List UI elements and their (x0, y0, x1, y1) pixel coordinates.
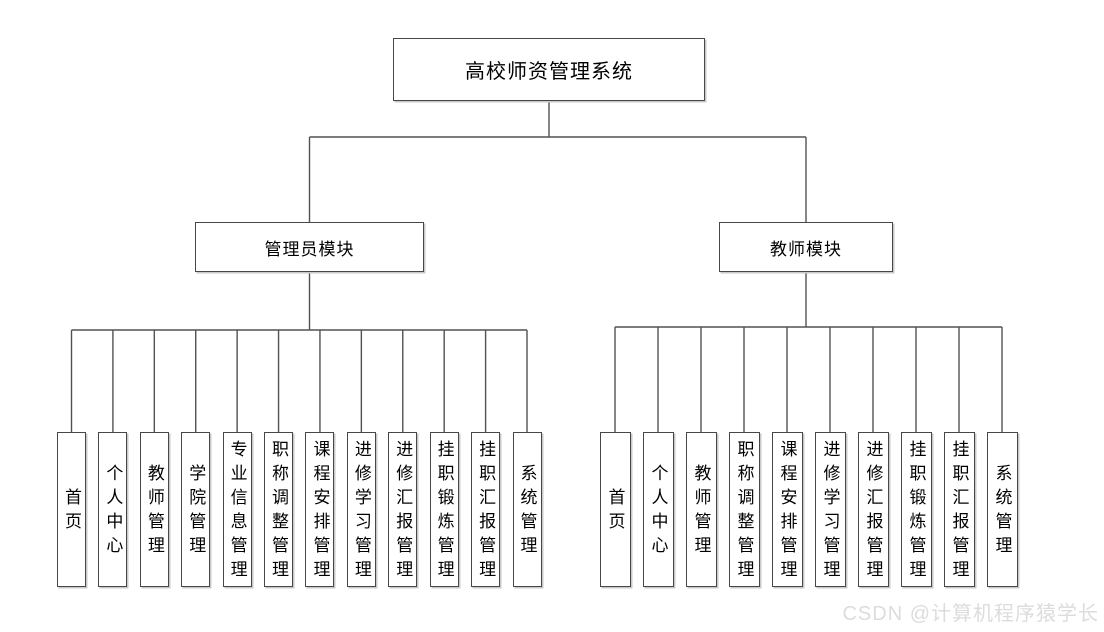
node-leaf: 进修汇报管理 (388, 432, 418, 587)
node-leaf: 个人中心 (642, 432, 674, 587)
node-leaf: 课程安排管理 (771, 432, 803, 587)
node-leaf: 系统管理 (512, 432, 542, 587)
node-leaf: 学院管理 (181, 432, 211, 587)
node-leaf: 首页 (57, 432, 86, 587)
watermark: CSDN @计算机程序猿学长 (842, 603, 1099, 625)
node-leaf: 系统管理 (986, 432, 1018, 587)
node-leaf: 首页 (599, 432, 631, 587)
node-leaf: 进修学习管理 (346, 432, 376, 587)
node-leaf: 进修汇报管理 (857, 432, 889, 587)
node-leaf: 专业信息管理 (222, 432, 252, 587)
node-leaf: 进修学习管理 (814, 432, 846, 587)
node-leaf: 个人中心 (98, 432, 128, 587)
connector-path (70, 101, 1003, 432)
node-leaf: 职称调整管理 (728, 432, 760, 587)
node-leaf: 教师管理 (139, 432, 169, 587)
node-leaf: 挂职汇报管理 (471, 432, 501, 587)
node-module: 教师模块 (719, 222, 893, 272)
node-leaf: 挂职锻炼管理 (429, 432, 459, 587)
node-module: 管理员模块 (195, 222, 424, 272)
node-leaf: 挂职锻炼管理 (900, 432, 932, 587)
node-leaf: 教师管理 (685, 432, 717, 587)
node-root: 高校师资管理系统 (393, 38, 705, 101)
node-leaf: 课程安排管理 (305, 432, 335, 587)
node-leaf: 挂职汇报管理 (943, 432, 975, 587)
node-leaf: 职称调整管理 (264, 432, 294, 587)
